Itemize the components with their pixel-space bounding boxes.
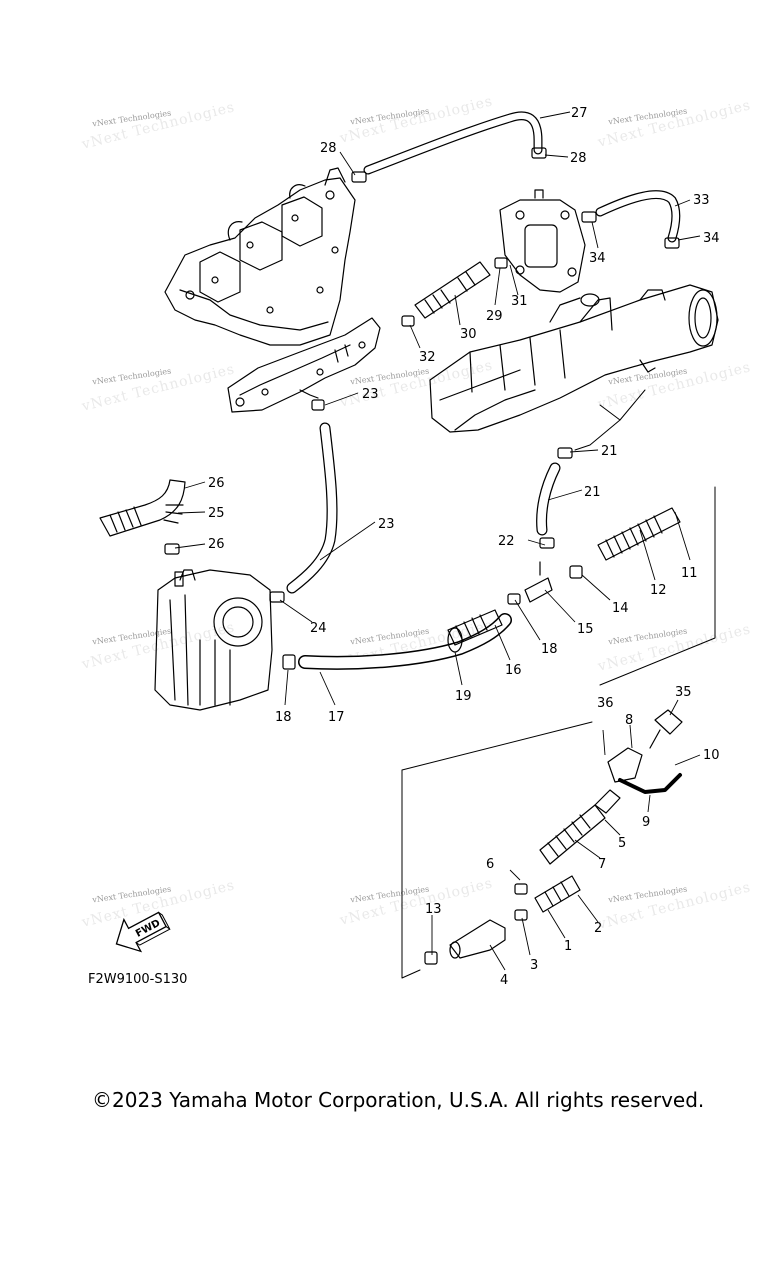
callout-35: 35 [675,685,692,700]
callout-21b: 22 [498,534,515,549]
callout-28a: 28 [570,151,587,166]
callout-10: 10 [703,748,720,763]
bellows-7 [539,804,606,865]
hose-33 [595,190,681,243]
bellows-2 [534,875,581,913]
callout-14: 14 [612,601,629,616]
callout-12: 12 [650,583,667,598]
callout-30: 30 [460,327,477,342]
water-jacket-plate [499,189,586,293]
bellows-30 [414,261,491,319]
fitting-4 [449,919,506,959]
diagram-code: F2W9100-S130 [88,972,188,987]
frame-upper [599,486,716,686]
callout-27: 27 [571,106,588,121]
callout-29: 29 [486,309,503,324]
callout-28b: 28 [320,141,337,156]
callout-1: 1 [564,939,572,954]
callout-11: 11 [681,566,698,581]
engine-block [154,569,273,711]
callout-26: 26 [208,537,225,552]
leader-lines [174,111,701,971]
copyright-notice: ©2023 Yamaha Motor Corporation, U.S.A. A… [92,1088,705,1112]
callout-2: 2 [594,921,602,936]
callout-4: 4 [500,973,508,988]
callout-17: 17 [328,710,345,725]
bellows-16-19 [447,609,503,653]
callout-numbers: 27 28 28 33 34 34 29 31 30 32 23 26 25 2… [208,106,720,988]
callout-18a: 18 [541,642,558,657]
fwd-arrow-icon: FWD [115,911,171,953]
callout-22: 23 [378,517,395,532]
exhaust-manifold [164,167,356,346]
callout-3: 3 [530,958,538,973]
callout-25: 26 [208,476,225,491]
callout-34a: 34 [703,231,720,246]
callout-5: 5 [618,836,626,851]
callout-33: 33 [693,193,710,208]
frame-lower [401,721,593,979]
callout-36: 36 [597,696,614,711]
callout-19: 19 [455,689,472,704]
callout-6: 6 [486,857,494,872]
callout-8: 8 [625,713,633,728]
callout-34b: 34 [589,251,606,266]
callout-16: 16 [505,663,522,678]
callout-24: 25 [208,506,225,521]
callout-23b: 24 [310,621,327,636]
exhaust-pipe-section [227,317,381,413]
callout-7: 7 [598,857,606,872]
callout-32: 32 [419,350,436,365]
bellows-11-12 [597,507,681,561]
tee-15 [524,561,553,603]
callout-15: 15 [577,622,594,637]
callout-21a: 21 [601,444,618,459]
bellows-24-25 [99,479,186,537]
callout-31: 31 [511,294,528,309]
muffler-box [429,284,719,433]
callout-18b: 18 [275,710,292,725]
bracket-8 [607,747,643,783]
callout-23a: 23 [362,387,379,402]
fitting-5 [594,789,621,814]
pipe-9 [618,773,682,794]
callout-13: 13 [425,902,442,917]
screw-35 [649,709,683,749]
clamps [164,147,680,965]
callout-20: 21 [584,485,601,500]
callout-9: 9 [642,815,650,830]
